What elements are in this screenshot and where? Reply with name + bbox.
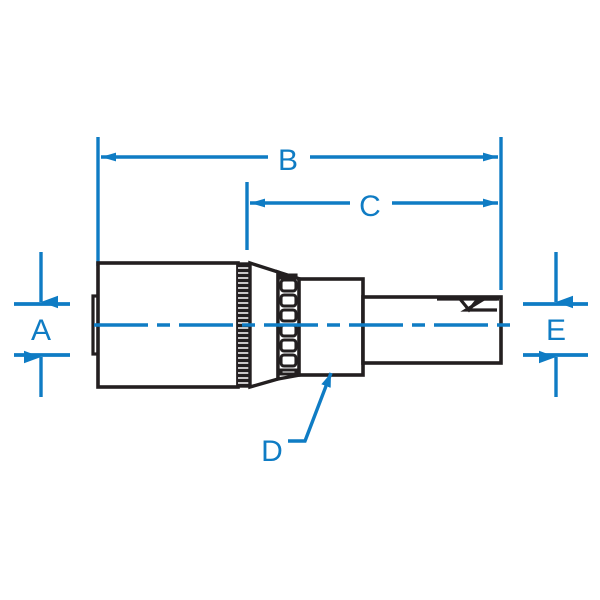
dimension-c-label: C — [359, 190, 381, 223]
crimp-half-segment-group — [279, 273, 298, 376]
crimp-segment — [279, 308, 298, 323]
knurl-stripes — [238, 267, 249, 384]
dimension-a-label: A — [31, 314, 51, 347]
dimension-a: A — [14, 252, 70, 397]
extension-lines — [96, 137, 503, 290]
dimension-b: B — [101, 144, 498, 177]
crimp-segment — [279, 338, 298, 353]
crimp-segment-top-partial — [279, 273, 298, 280]
crimp-segment — [279, 293, 298, 308]
dimension-b-label: B — [278, 144, 298, 177]
crimp-segment — [279, 353, 298, 368]
chamfer-detail-mark — [437, 297, 499, 313]
tube-stem — [361, 295, 503, 365]
dimension-e-label: E — [546, 314, 566, 347]
crimp-segment-bottom-partial — [279, 368, 298, 376]
crimp-segment — [279, 278, 298, 293]
dimension-d-label: D — [261, 435, 283, 468]
dimension-d-leader: D — [261, 372, 333, 468]
crimp-collar — [297, 277, 365, 377]
dimension-c: C — [250, 190, 498, 223]
dimension-e: E — [523, 252, 588, 397]
dimension-d-leader-line — [288, 372, 333, 443]
